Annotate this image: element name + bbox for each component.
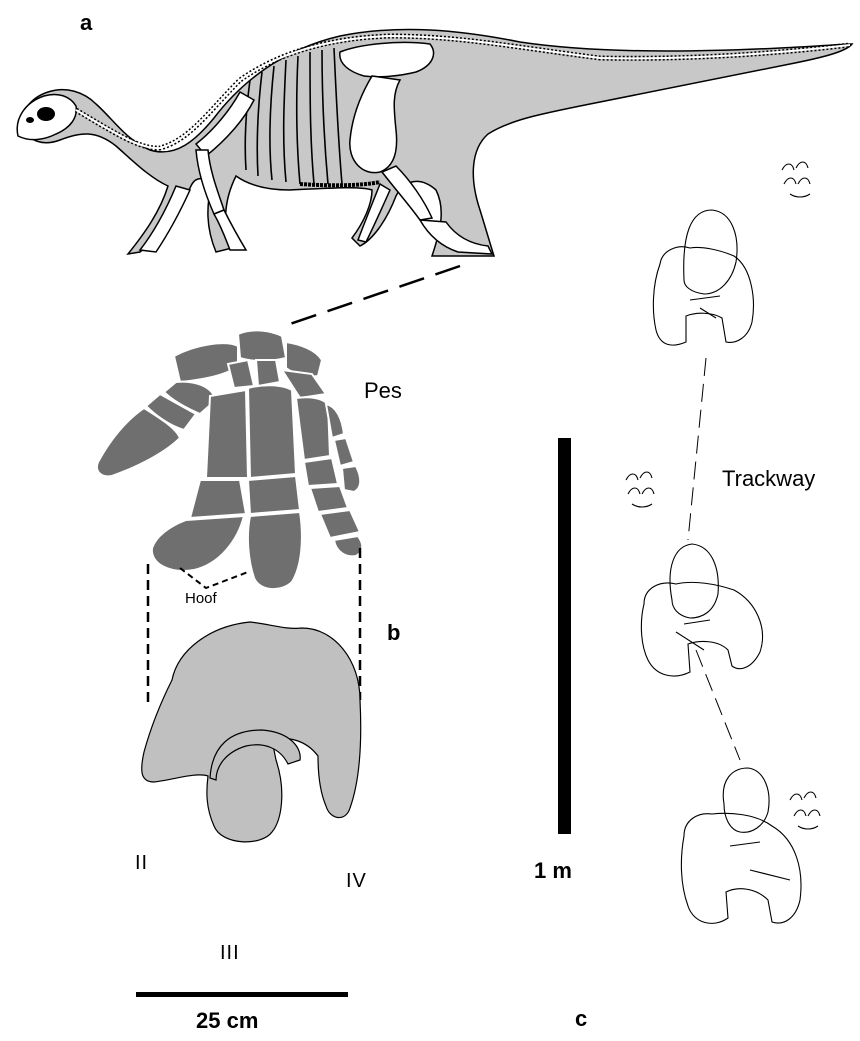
pes-label: Pes: [364, 378, 402, 404]
manus-print-3: [790, 792, 820, 829]
scale-label-25cm: 25 cm: [196, 1008, 258, 1034]
digit-label-iv: IV: [346, 870, 367, 893]
panel-label-b: b: [387, 620, 400, 646]
footprint-large: [142, 622, 361, 842]
pes-bones: [97, 330, 362, 589]
connector-line: [284, 266, 460, 326]
hoof-label: Hoof: [185, 590, 217, 607]
scale-bar-1m: [558, 438, 571, 834]
trackway-label: Trackway: [722, 466, 815, 492]
panel-label-a: a: [80, 10, 92, 36]
scale-label-1m: 1 m: [534, 858, 572, 884]
digit-label-iii: III: [220, 942, 240, 965]
track-footprint-1: [653, 210, 753, 345]
nares: [26, 117, 34, 123]
trackway-line: [688, 358, 740, 760]
dinosaur-skeleton: [17, 29, 852, 256]
manus-print-1: [782, 162, 810, 197]
manus-print-2: [626, 472, 654, 507]
panel-label-c: c: [575, 1006, 587, 1032]
scale-bar-25cm: [136, 992, 348, 997]
track-footprint-2: [641, 544, 762, 676]
orbit: [37, 107, 55, 121]
digit-label-ii: II: [135, 852, 148, 875]
track-footprint-3: [681, 768, 801, 923]
